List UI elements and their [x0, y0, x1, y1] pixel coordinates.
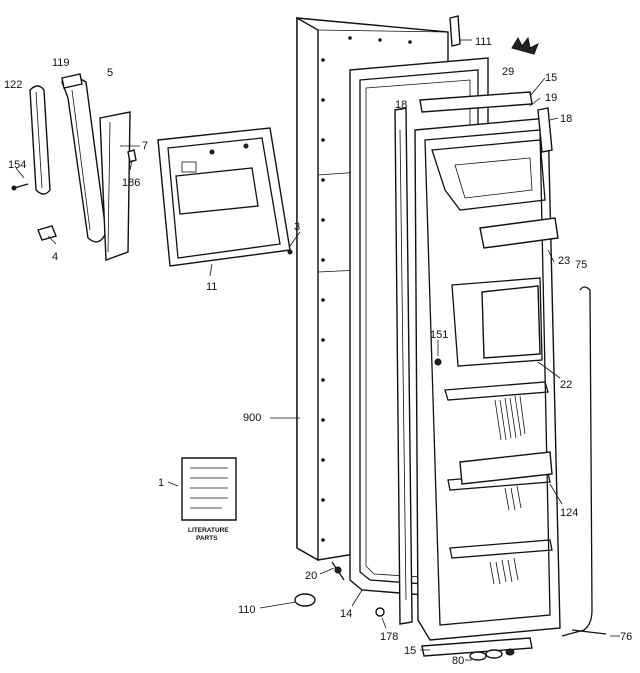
- part-label: 18: [560, 113, 572, 125]
- cap-110: [294, 593, 316, 607]
- shelf-bar-124: [459, 451, 553, 485]
- screw-154: [11, 183, 29, 191]
- part-label: 14: [340, 608, 352, 620]
- part-label: 154: [8, 159, 26, 171]
- part-label: 1: [158, 477, 164, 489]
- breaker-strip: [394, 107, 413, 625]
- part-label: 19: [545, 92, 557, 104]
- bottom-strip-15: [421, 637, 533, 657]
- literature-caption-1: LITERATURE: [188, 527, 229, 534]
- part-label: 178: [380, 631, 398, 643]
- part-label: 18: [395, 99, 407, 111]
- part-111-clip: [449, 15, 461, 47]
- part-label: 15: [545, 72, 557, 84]
- screw-186: [127, 149, 137, 163]
- part-label: 119: [52, 57, 70, 69]
- bushing-178: [375, 607, 385, 617]
- hinge-pin-20: [331, 561, 345, 581]
- literature-caption-2: PARTS: [196, 535, 218, 542]
- dispenser-cover-22: [481, 285, 541, 359]
- part-label: 23: [558, 255, 570, 267]
- inner-door-liner: [414, 117, 561, 641]
- part-label: 7: [142, 140, 148, 152]
- chute-23: [479, 217, 559, 249]
- part-18-right-strip: [537, 107, 553, 153]
- part-label: 76: [620, 631, 632, 643]
- part-label: 122: [4, 79, 22, 91]
- part-29-fan: [511, 36, 539, 55]
- leader-lines: [15, 39, 620, 661]
- handle-trim-122: [29, 85, 51, 195]
- handle-5: [61, 77, 107, 243]
- tube-75: [561, 286, 593, 637]
- access-panel-11: [157, 127, 293, 267]
- part-119-cap: [61, 73, 83, 89]
- pad-4: [37, 225, 57, 241]
- part-label: 900: [243, 412, 261, 424]
- handle-base-7: [99, 111, 131, 261]
- part-label: 110: [238, 604, 256, 616]
- part-label: 75: [575, 259, 587, 271]
- literature-booklet: LITERATURE PARTS: [181, 457, 237, 542]
- part-labels: 111 29 119 5 122 15 19 18 18 7 154 186 3…: [4, 36, 632, 667]
- hinge-parts-80: [469, 648, 515, 661]
- part-label: 29: [502, 66, 514, 78]
- part-label: 22: [560, 379, 572, 391]
- part-label: 80: [452, 655, 464, 667]
- part-label: 3: [294, 221, 300, 233]
- part-label: 186: [122, 177, 140, 189]
- part-label: 124: [560, 507, 578, 519]
- fastener-151: [434, 358, 442, 366]
- part-label: 15: [404, 645, 416, 657]
- part-label: 5: [107, 67, 113, 79]
- tube-end-76: [571, 629, 607, 635]
- part-label: 4: [52, 251, 58, 263]
- part-label: 111: [475, 36, 492, 48]
- part-label: 20: [305, 570, 317, 582]
- part-label: 151: [430, 329, 448, 341]
- part-label: 11: [206, 281, 217, 293]
